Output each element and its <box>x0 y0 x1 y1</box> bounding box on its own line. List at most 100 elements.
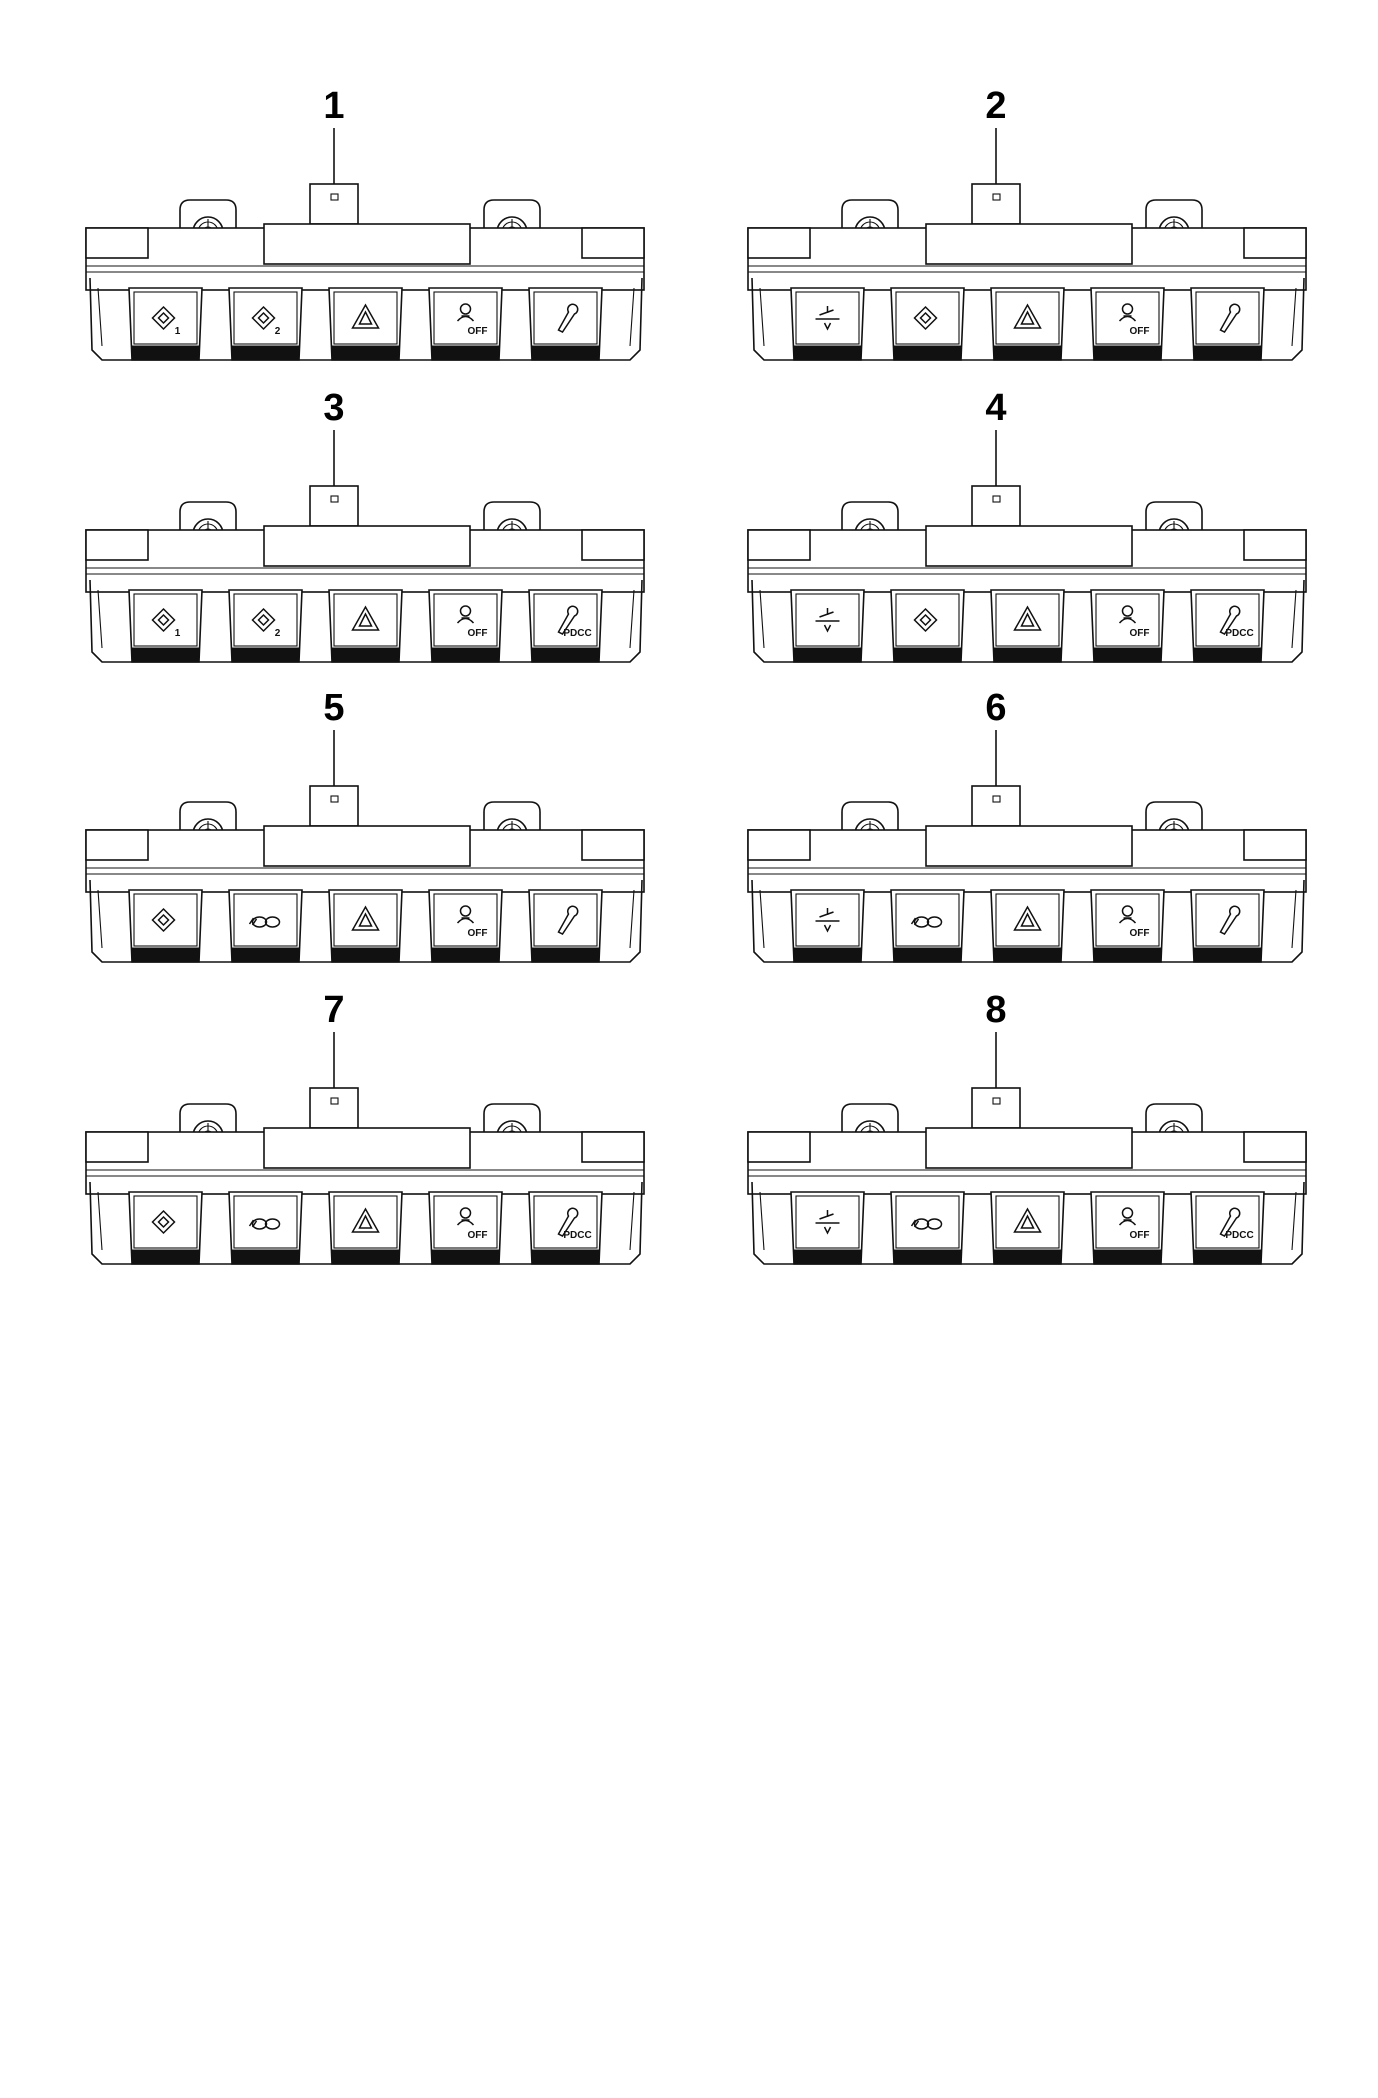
button-label: 2 <box>275 628 281 639</box>
switch-button[interactable] <box>228 1191 303 1265</box>
switch-button[interactable]: 1 <box>128 287 203 361</box>
switch-button[interactable]: PDCC <box>1190 589 1265 663</box>
housing-end-right <box>581 529 645 561</box>
switch-button[interactable]: OFF <box>1090 1191 1165 1265</box>
switch-button[interactable]: OFF <box>1090 589 1165 663</box>
key-icon <box>557 303 579 333</box>
ofp-passenger-icon <box>1118 605 1137 624</box>
diamond-icon <box>913 607 938 633</box>
switch-button[interactable]: OFF <box>428 1191 503 1265</box>
switch-button[interactable] <box>790 589 865 663</box>
switch-button[interactable] <box>890 1191 965 1265</box>
diamond-1-icon <box>151 607 176 633</box>
key-pdcc-icon <box>1219 605 1241 635</box>
switch-button[interactable] <box>990 589 1065 663</box>
switch-button[interactable] <box>128 1191 203 1265</box>
switch-button[interactable] <box>1190 287 1265 361</box>
switch-button[interactable] <box>990 287 1065 361</box>
callout-number: 5 <box>323 687 344 729</box>
switch-button[interactable] <box>790 287 865 361</box>
switch-button[interactable] <box>228 889 303 963</box>
connector-tab <box>309 1087 359 1129</box>
callout-number: 7 <box>323 989 344 1031</box>
sport-exhaust-icon <box>910 1218 943 1230</box>
key-icon <box>557 905 579 935</box>
hazard-triangle-icon <box>351 605 380 631</box>
button-label: OFF <box>1130 928 1150 939</box>
housing-end-left <box>85 227 149 259</box>
key-pdcc-icon <box>1219 1207 1241 1237</box>
switch-button[interactable] <box>990 889 1065 963</box>
connector-tab <box>971 785 1021 827</box>
diamond-2-icon <box>251 305 276 331</box>
center-plate <box>263 223 471 265</box>
switch-button[interactable] <box>790 1191 865 1265</box>
housing-end-left <box>85 1131 149 1163</box>
switch-button[interactable] <box>328 889 403 963</box>
housing-end-right <box>581 227 645 259</box>
switch-button[interactable] <box>890 287 965 361</box>
switch-button[interactable]: OFF <box>428 589 503 663</box>
button-label: OFF <box>1130 1230 1150 1241</box>
switch-button[interactable]: OFF <box>428 889 503 963</box>
switch-button[interactable] <box>990 1191 1065 1265</box>
housing-end-right <box>1243 1131 1307 1163</box>
center-plate <box>925 525 1133 567</box>
connector-tab <box>309 485 359 527</box>
button-label: PDCC <box>1225 628 1253 639</box>
hazard-triangle-icon <box>1013 905 1042 931</box>
connector-tab <box>971 485 1021 527</box>
callout-number: 3 <box>323 387 344 429</box>
switch-button[interactable]: PDCC <box>528 589 603 663</box>
switch-button[interactable] <box>1190 889 1265 963</box>
switch-button[interactable]: 2 <box>228 287 303 361</box>
switch-button[interactable]: OFF <box>1090 889 1165 963</box>
button-label: OFF <box>1130 326 1150 337</box>
button-label: PDCC <box>1225 1230 1253 1241</box>
diamond-1-icon <box>151 305 176 331</box>
callout-number: 8 <box>985 989 1006 1031</box>
callout-number: 6 <box>985 687 1006 729</box>
switch-button[interactable]: OFF <box>428 287 503 361</box>
switch-button[interactable] <box>890 589 965 663</box>
housing-end-left <box>747 829 811 861</box>
hazard-triangle-icon <box>351 905 380 931</box>
ofp-passenger-icon <box>456 303 475 322</box>
suspension-lift-icon <box>815 908 840 933</box>
switch-button[interactable]: OFF <box>1090 287 1165 361</box>
center-plate <box>263 525 471 567</box>
hazard-triangle-icon <box>1013 303 1042 329</box>
housing-end-left <box>747 227 811 259</box>
button-label: 2 <box>275 326 281 337</box>
switch-button[interactable] <box>528 287 603 361</box>
connector-tab <box>309 183 359 225</box>
switch-button[interactable] <box>328 287 403 361</box>
button-label: OFF <box>1130 628 1150 639</box>
switch-button[interactable]: 2 <box>228 589 303 663</box>
diamond-2-icon <box>251 607 276 633</box>
callout-number: 2 <box>985 85 1006 127</box>
switch-button[interactable] <box>328 589 403 663</box>
switch-button[interactable]: PDCC <box>1190 1191 1265 1265</box>
switch-button[interactable] <box>328 1191 403 1265</box>
switch-button[interactable]: PDCC <box>528 1191 603 1265</box>
switch-button[interactable] <box>890 889 965 963</box>
connector-tab <box>309 785 359 827</box>
ofp-passenger-icon <box>456 1207 475 1226</box>
switch-button[interactable]: 1 <box>128 589 203 663</box>
button-label: PDCC <box>563 1230 591 1241</box>
hazard-triangle-icon <box>351 1207 380 1233</box>
diamond-icon <box>913 305 938 331</box>
button-label: OFF <box>468 326 488 337</box>
key-icon <box>1219 905 1241 935</box>
hazard-triangle-icon <box>1013 605 1042 631</box>
switch-button[interactable] <box>128 889 203 963</box>
switch-button[interactable] <box>528 889 603 963</box>
switch-button[interactable] <box>790 889 865 963</box>
housing-end-right <box>1243 829 1307 861</box>
